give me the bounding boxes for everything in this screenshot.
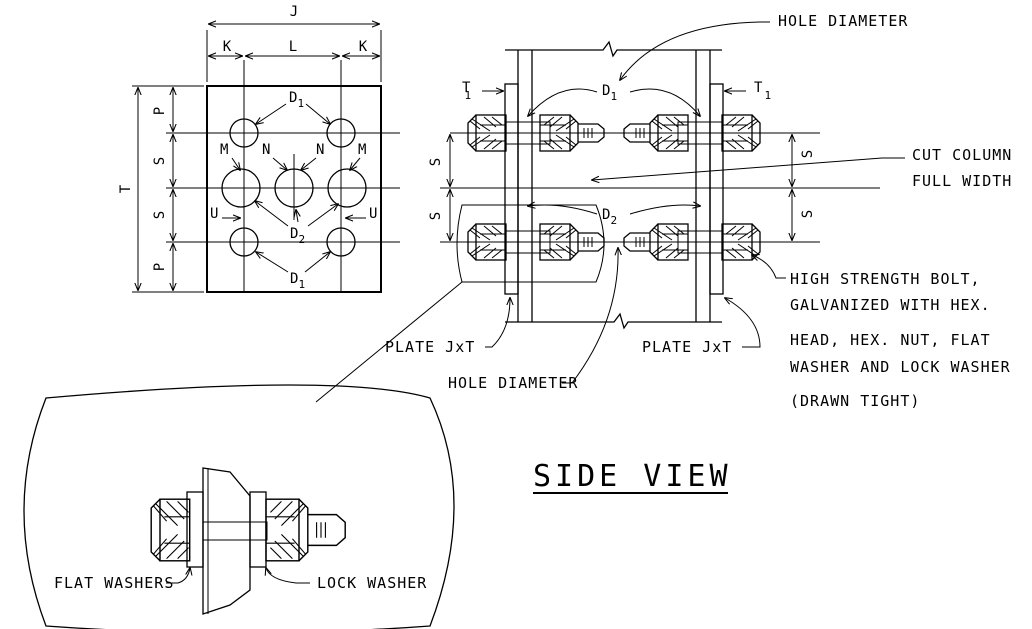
hole-d1 xyxy=(229,227,259,257)
dim-s-side-right-bottom: S xyxy=(800,210,816,218)
dim-s-bottom: S xyxy=(152,211,168,219)
dim-s-side-left-bottom: S xyxy=(428,212,444,220)
plate-left xyxy=(504,83,519,295)
plate-right-label: PLATE JxT xyxy=(642,338,732,356)
hole-diameter-top-label: HOLE DIAMETER xyxy=(778,12,908,30)
plate-right xyxy=(709,83,724,295)
dim-p-bottom: P xyxy=(152,263,168,271)
dim-t: T xyxy=(118,184,134,193)
view-title: SIDE VIEW xyxy=(533,459,732,494)
bolt-note-line-4: WASHER AND LOCK WASHER xyxy=(790,358,1011,376)
bolt-detail: FLAT WASHERS LOCK WASHER xyxy=(23,384,455,629)
plate-outline xyxy=(206,85,382,293)
dim-s-side-left-top: S xyxy=(428,158,444,166)
dim-s-side-right-top: S xyxy=(800,150,816,158)
bolt-note-line-3: HEAD, HEX. NUT, FLAT xyxy=(790,331,991,349)
lock-washer-label: LOCK WASHER xyxy=(317,574,427,592)
dim-m-left: M xyxy=(220,142,228,158)
hole-diameter-bottom-label: HOLE DIAMETER xyxy=(448,374,578,392)
dim-j: J xyxy=(290,4,298,20)
bolt-assembly xyxy=(467,114,605,152)
plate-front-view: J K L K T P S S P D1 M N N M U U xyxy=(118,4,400,293)
dim-u-right: U xyxy=(369,206,377,222)
bolt-note-line-5: (DRAWN TIGHT) xyxy=(790,392,920,410)
dim-n-left: N xyxy=(262,142,270,158)
cut-column-label-1: CUT COLUMN xyxy=(912,146,1012,164)
bolt-note-line-2: GALVANIZED WITH HEX. xyxy=(790,296,991,314)
dim-u-left: U xyxy=(210,206,218,222)
dim-k-left: K xyxy=(223,39,232,55)
dim-m-right: M xyxy=(358,142,366,158)
hole-d1 xyxy=(229,118,259,148)
bolt-assembly xyxy=(623,223,761,261)
bolt-assembly xyxy=(623,114,761,152)
bolt-assembly xyxy=(467,223,605,261)
detail-flat-washer-right xyxy=(249,491,267,568)
flat-washers-label: FLAT WASHERS xyxy=(54,574,174,592)
label-d1-top: D1 xyxy=(289,90,304,110)
label-d1-bottom: D1 xyxy=(290,271,305,291)
dim-l: L xyxy=(289,39,297,55)
cut-column-label-2: FULL WIDTH xyxy=(912,172,1012,190)
label-t1-left: T1 xyxy=(462,80,471,102)
plate-left-label: PLATE JxT xyxy=(385,338,475,356)
dim-p-top: P xyxy=(152,107,168,115)
detail-outline xyxy=(23,384,455,629)
detail-plate xyxy=(202,467,251,615)
dim-k-right: K xyxy=(359,39,368,55)
label-d2-front: D2 xyxy=(290,226,305,246)
hole-d1 xyxy=(326,227,356,257)
bolt-note-line-1: HIGH STRENGTH BOLT, xyxy=(790,270,981,288)
label-d2-side: D2 xyxy=(602,207,617,227)
detail-bubble xyxy=(456,204,605,283)
hole-d2 xyxy=(274,168,314,208)
dim-n-right: N xyxy=(316,142,324,158)
hole-d2 xyxy=(327,168,367,208)
hole-d1 xyxy=(326,118,356,148)
column-side-view: S S S S T1 xyxy=(315,12,1012,410)
dim-s-top: S xyxy=(152,157,168,165)
label-d1-side: D1 xyxy=(602,83,617,103)
